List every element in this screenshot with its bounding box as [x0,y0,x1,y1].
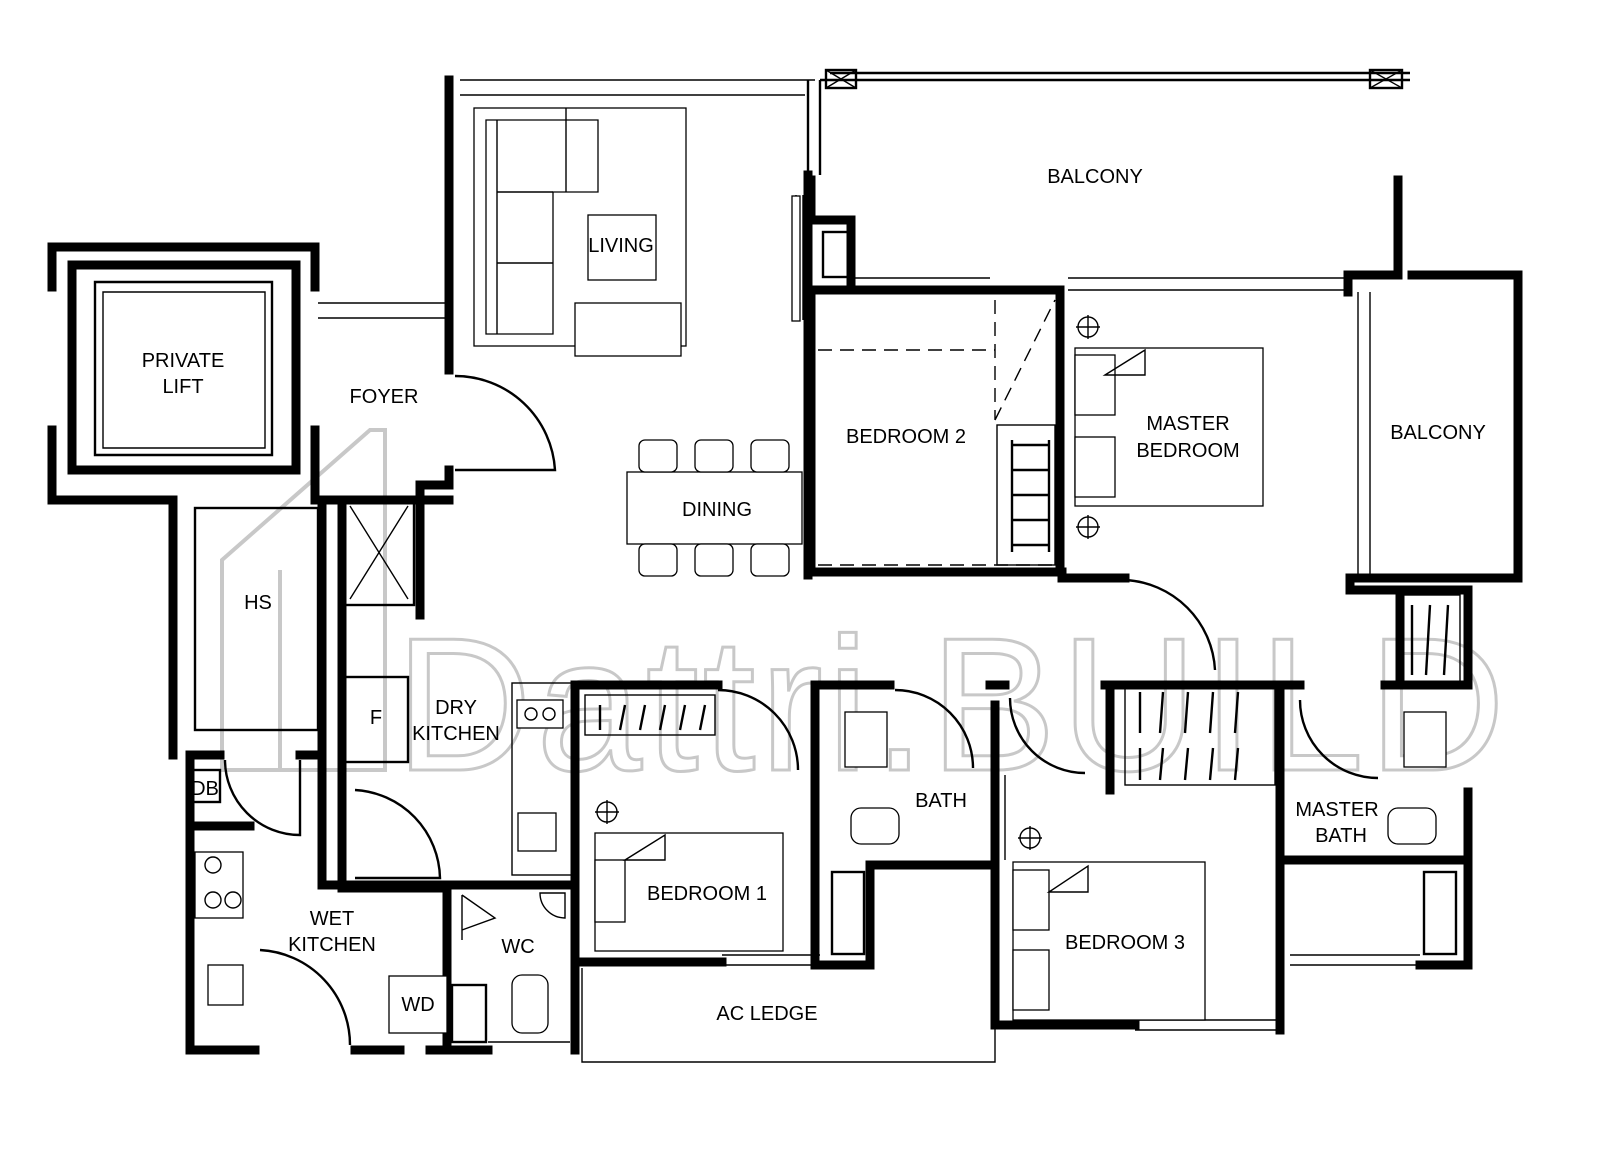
balcony-top-east-wall [1343,175,1403,297]
label-wd: WD [401,994,434,1016]
shaft-icon [342,68,1458,1044]
fridge-icon [343,675,410,764]
sofa-cushion-lines [496,108,567,334]
label-balcony-top: BALCONY [1047,166,1143,188]
master-bath-door-swing [1298,699,1379,780]
coffee-table-icon [587,214,657,281]
sink-icon [517,812,557,852]
lift-car-inner [102,291,266,449]
master-west-wall [1057,567,1130,583]
label-bath: BATH [915,790,967,812]
label-dining: DINING [682,499,752,521]
living-north-glazing [460,79,815,96]
living-east-frame [806,80,822,175]
room-labels: PRIVATE LIFT FOYER LIVING DINING BALCONY… [142,166,1486,1025]
label-bedroom-3: BEDROOM 3 [1065,932,1185,954]
bedroom1-wall [570,680,727,967]
label-master-bedroom-line2: BEDROOM [1136,440,1239,462]
master-bath-basin-icon [1403,711,1447,768]
label-dry-kitchen-line1: DRY [435,697,477,719]
label-bedroom-1: BEDROOM 1 [647,883,767,905]
label-wet-kitchen-line1: WET [310,908,354,930]
dining-table-icon [626,471,803,545]
master-bath-window [1290,954,1420,966]
label-living: LIVING [588,235,654,257]
label-balcony-right: BALCONY [1390,422,1486,444]
label-master-bath-line2: BATH [1315,825,1367,847]
label-private-lift-line1: PRIVATE [142,350,225,372]
bath-east-wall [985,680,1010,1030]
bedroom1-window [722,954,820,966]
label-wc: WC [501,936,534,958]
wc-toilet-icon [511,974,549,1034]
db-box-outline [190,768,222,804]
label-ac-ledge: AC LEDGE [716,1003,817,1025]
hs-door-swing [223,759,302,837]
main-door-swing [454,374,557,472]
bed-master-icon [1074,347,1264,507]
dry-kitchen-door-swing [354,788,442,880]
bedroom3-door-swing [1008,697,1086,775]
hob-icon [516,699,564,729]
label-fridge: F [370,707,382,729]
label-hs: HS [244,592,272,614]
washer-dryer-icon [388,975,448,1034]
watermark-house-outline-icon [220,428,387,772]
lift-inner-wall [67,260,301,475]
foyer-glazing [318,302,446,319]
bed-bedroom3-icon [1012,861,1206,1021]
balcony-right-glazing [1357,292,1371,578]
foyer-east-wall [415,75,454,505]
label-master-bath-line1: MASTER [1295,799,1378,821]
wc-basin-icon [539,892,566,919]
bedroom2-bulkhead-line [818,299,1056,566]
bath-separator [997,775,1006,860]
master-bath-toilet-icon [1387,807,1437,845]
label-dry-kitchen-line2: KITCHEN [412,723,500,745]
bed-bedroom1-icon [594,832,784,952]
label-master-bedroom-line1: MASTER [1146,413,1229,435]
wc-wall [442,880,580,1055]
ac-ledge-outline [581,968,996,1063]
stove-icon [194,851,244,919]
bedroom2-door-swing [1124,578,1217,671]
wardrobe-bedroom1-icon [584,694,716,736]
label-bedroom-2: BEDROOM 2 [846,426,966,448]
dry-kitchen-counter [511,682,573,876]
hs-room [193,506,320,732]
bath-basin-icon [844,711,888,768]
wardrobe-master-icon [1399,594,1461,684]
wardrobe-bedroom3-icon [1124,684,1276,786]
wc-bifold-door [461,894,497,940]
bath-door-swing [894,688,975,769]
wet-kitchen-sink-icon [207,964,244,1006]
wardrobe-bedroom2-icon [996,424,1056,566]
bath-toilet-icon [850,807,900,845]
tv-icon [791,195,801,322]
label-foyer: FOYER [350,386,419,408]
wet-kitchen-door-swing [259,948,352,1046]
balcony-top-west-wall [806,175,856,295]
dining-chairs-icon [638,439,790,577]
bedroom3-window [1135,1019,1280,1031]
lift-car [93,280,274,457]
bedroom1-door-swing [717,688,800,771]
lamp-icon [595,315,1100,850]
bath-wall [810,680,1000,970]
label-db: DB [191,778,219,800]
interior-details [93,68,1461,1046]
tv-console-icon [574,302,682,357]
label-wet-kitchen-line2: KITCHEN [288,934,376,956]
wet-kitchen-wall [185,750,452,1055]
label-private-lift-line2: LIFT [162,376,203,398]
balcony-top-railing [820,71,1410,82]
